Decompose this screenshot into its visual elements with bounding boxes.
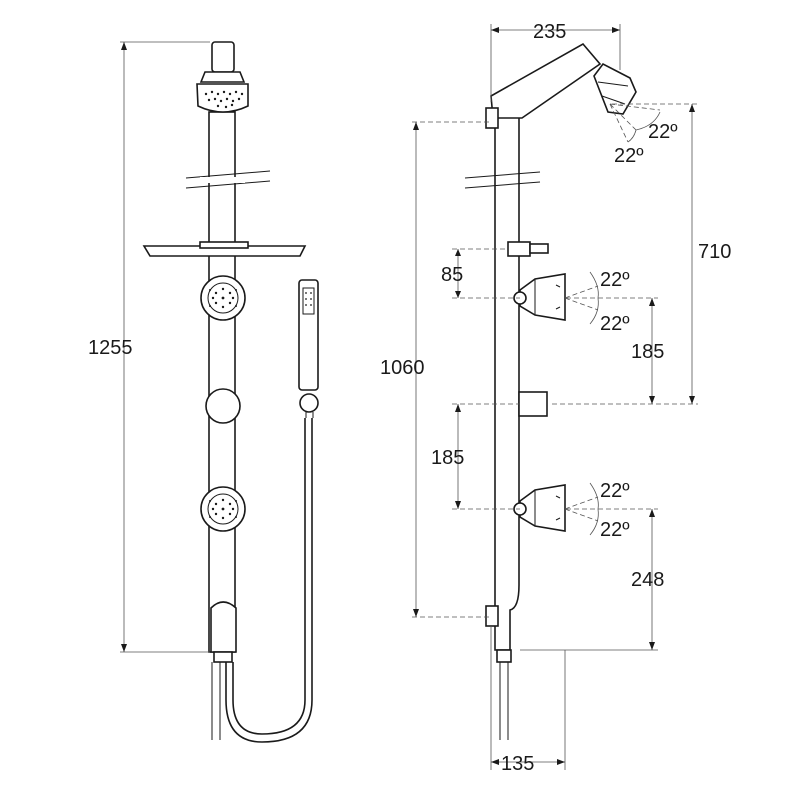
label-248: 248	[631, 569, 664, 591]
front-break-mark	[185, 170, 271, 189]
front-body-jet-bottom	[200, 486, 246, 532]
front-rail	[208, 111, 236, 653]
dim-wall-offset	[490, 626, 566, 770]
dim-jet-to-valve	[566, 297, 658, 404]
front-hose-outlet	[210, 601, 237, 653]
side-body-jet-top	[513, 273, 566, 321]
front-view: 1255	[88, 41, 319, 743]
label-jet2-angle-up: 22º	[600, 480, 630, 502]
label-185-lower: 185	[431, 447, 464, 469]
label-jet2-angle-down: 22º	[600, 519, 630, 541]
front-hose	[225, 418, 313, 743]
label-710: 710	[698, 241, 731, 263]
label-85: 85	[441, 264, 463, 286]
front-shelf	[142, 241, 307, 257]
front-hand-shower	[298, 279, 319, 418]
dim-head-offset	[490, 24, 621, 102]
side-diverter-valve	[518, 391, 548, 417]
label-185-upper: 185	[631, 341, 664, 363]
label-head-angle-down: 22º	[614, 145, 644, 167]
dim-overall-height	[120, 41, 210, 653]
label-1255: 1255	[88, 337, 133, 359]
label-1060: 1060	[380, 357, 425, 379]
dim-head-to-valve	[552, 103, 698, 405]
side-shower-head	[593, 62, 637, 115]
front-shower-head	[196, 71, 249, 113]
side-break-mark	[464, 171, 541, 189]
label-235: 235	[533, 21, 566, 43]
label-135: 135	[501, 753, 534, 775]
side-head-arm	[490, 42, 602, 119]
dim-valve-to-jet	[452, 403, 520, 510]
front-body-jet-top	[200, 275, 246, 321]
dim-jet-to-bottom	[520, 508, 658, 651]
side-body-jet-bottom	[513, 484, 566, 532]
front-diverter-valve	[205, 388, 241, 424]
side-shelf-bracket	[507, 241, 531, 257]
label-head-angle-up: 22º	[648, 121, 678, 143]
label-jet1-angle-up: 22º	[600, 269, 630, 291]
label-jet1-angle-down: 22º	[600, 313, 630, 335]
dim-rail-height	[412, 121, 492, 618]
dim-shelf-to-jet	[452, 248, 520, 299]
side-view: 22º 22º 22º 22º	[380, 21, 731, 775]
front-head-cap	[211, 41, 235, 73]
